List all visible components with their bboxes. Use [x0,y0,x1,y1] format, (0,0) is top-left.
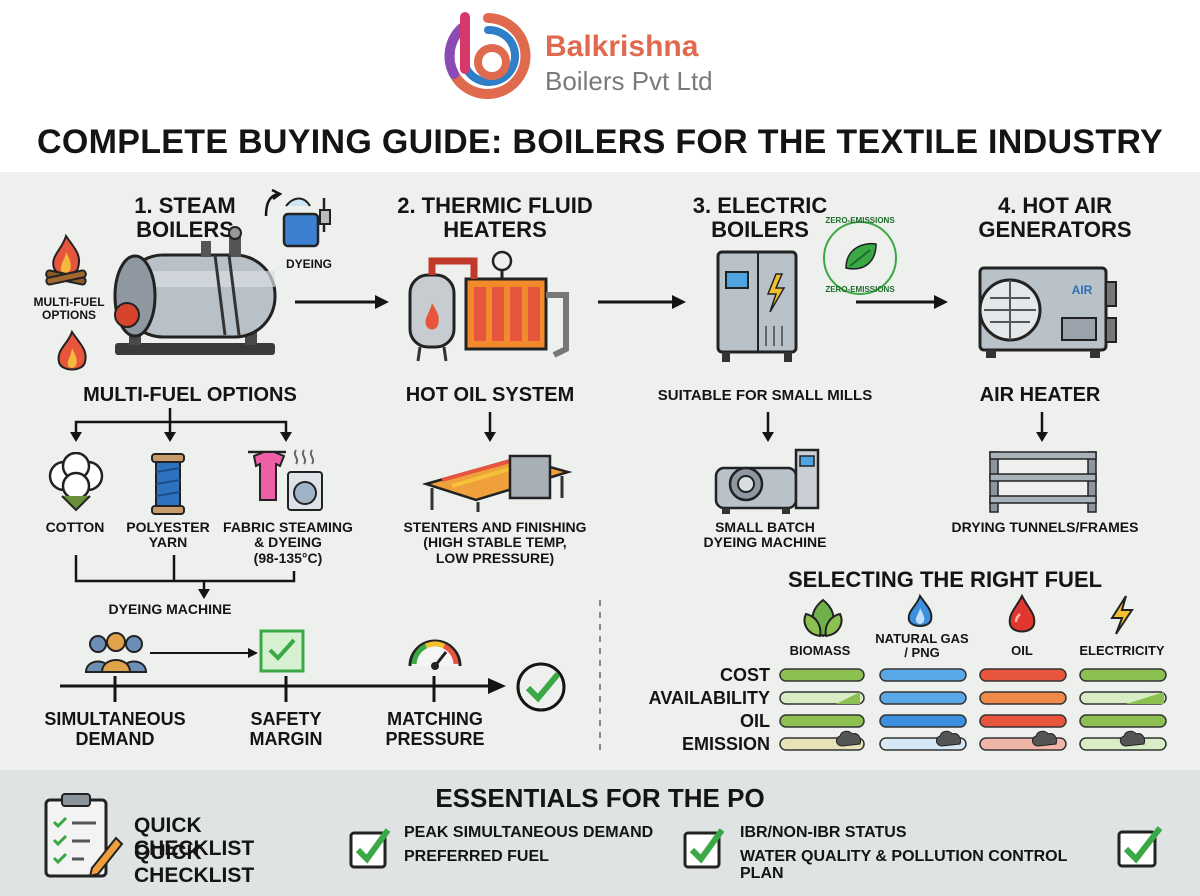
flow-arrow-1 [295,295,389,309]
step-arrow [150,648,258,658]
dyeing-vat-icon [282,197,331,248]
fuel-comparison-bars [779,668,1167,751]
page-title: COMPLETE BUYING GUIDE: BOILERS FOR THE T… [37,123,1163,161]
people-icon [84,632,148,673]
zero-emissions-text-bottom: ZERO-EMISSIONS [825,285,895,294]
yarn-spool-icon [151,453,185,515]
criteria-emission-label: EMISSION [681,734,770,754]
fuel-gas-label: NATURAL GAS/ PNG [875,631,969,661]
down-arrow [484,412,496,442]
hot-air-generator-illustration [978,266,1117,358]
essentials-title: ESSENTIALS FOR THE PO [435,783,765,813]
campfire-icon [45,233,87,286]
drying-frame-illustration [989,451,1097,513]
dyeing-machine-label: DYEING MACHINE [108,601,232,617]
brand-subname: Boilers Pvt Ltd [545,66,713,96]
header-band [0,0,1200,172]
quick-checklist-line2: QUICK CHECKLIST [134,841,255,888]
timeline-axis [60,676,506,702]
essential-item-1: PEAK SIMULTANEOUS DEMAND PREFERRED FUEL [404,824,654,865]
flow-arrow-2 [598,295,686,309]
cotton-icon [48,452,104,512]
cotton-label: COTTON [45,519,105,535]
down-arrow [1036,412,1048,442]
quick-checklist-line1: QUICK CHECKLIST [134,814,255,861]
air-heater-heading: AIR HEATER [979,384,1101,406]
thermic-fluid-heater-illustration [408,250,569,362]
flow-arrow-3 [856,295,948,309]
fuel-selection-title: SELECTING THE RIGHT FUEL [787,567,1103,592]
essential-item-2: IBR/NON-IBR STATUS WATER QUALITY & POLLU… [740,824,1068,883]
curved-arrow-icon [264,188,282,217]
stenters-label: STENTERS AND FINISHING(HIGH STABLE TEMP,… [403,519,587,566]
brand-logo-icon [444,12,531,99]
pressure-gauge-icon [408,639,462,670]
fuel-oil-label: OIL [1011,643,1033,658]
batch-dyeing-machine-illustration [714,448,820,514]
zero-emissions-text-top: ZERO-EMISSIONS [825,216,895,225]
oil-drop-icon [1008,594,1036,633]
air-unit-label: AIR [1071,283,1093,297]
steam-boiler-illustration [113,226,277,355]
footer-band [0,770,1200,896]
lightning-icon [1110,595,1134,635]
fuel-electricity-label: ELECTRICITY [1079,643,1165,658]
flame-icon [57,330,87,371]
gas-flame-icon [907,594,933,627]
drying-tunnels-label: DRYING TUNNELS/FRAMES [951,519,1139,535]
checkbox-checked-icon [349,828,391,869]
checkbox-checked-icon [683,828,725,869]
criteria-oil-label: OIL [740,711,770,731]
criteria-cost-label: COST [719,665,770,685]
zero-emissions-badge [823,221,897,295]
stenter-machine-illustration [422,454,572,512]
clipboard-icon [44,793,124,878]
small-mills-heading: SUITABLE FOR SMALL MILLS [657,387,873,404]
leaves-icon [803,598,843,638]
brand-name: Balkrishna [545,30,699,63]
branch-connector [70,408,292,442]
electric-boiler-illustration [716,250,798,362]
down-arrow [762,412,774,442]
hot-oil-system-heading: HOT OIL SYSTEM [405,384,575,406]
garment-washer-icon [248,449,323,511]
success-check-icon [516,662,566,712]
merge-connector [74,555,296,599]
checkbox-checked-icon [1117,826,1163,868]
fabric-steaming-label: FABRIC STEAMING& DYEING(98-135°C) [223,519,353,566]
safety-check-icon [259,629,305,673]
fuel-biomass-label: BIOMASS [789,643,851,658]
dashed-divider [599,600,601,750]
multi-fuel-heading: MULTI-FUEL OPTIONS [83,384,297,406]
criteria-availability-label: AVAILABILITY [648,688,770,708]
dyeing-label: DYEING [285,257,332,271]
